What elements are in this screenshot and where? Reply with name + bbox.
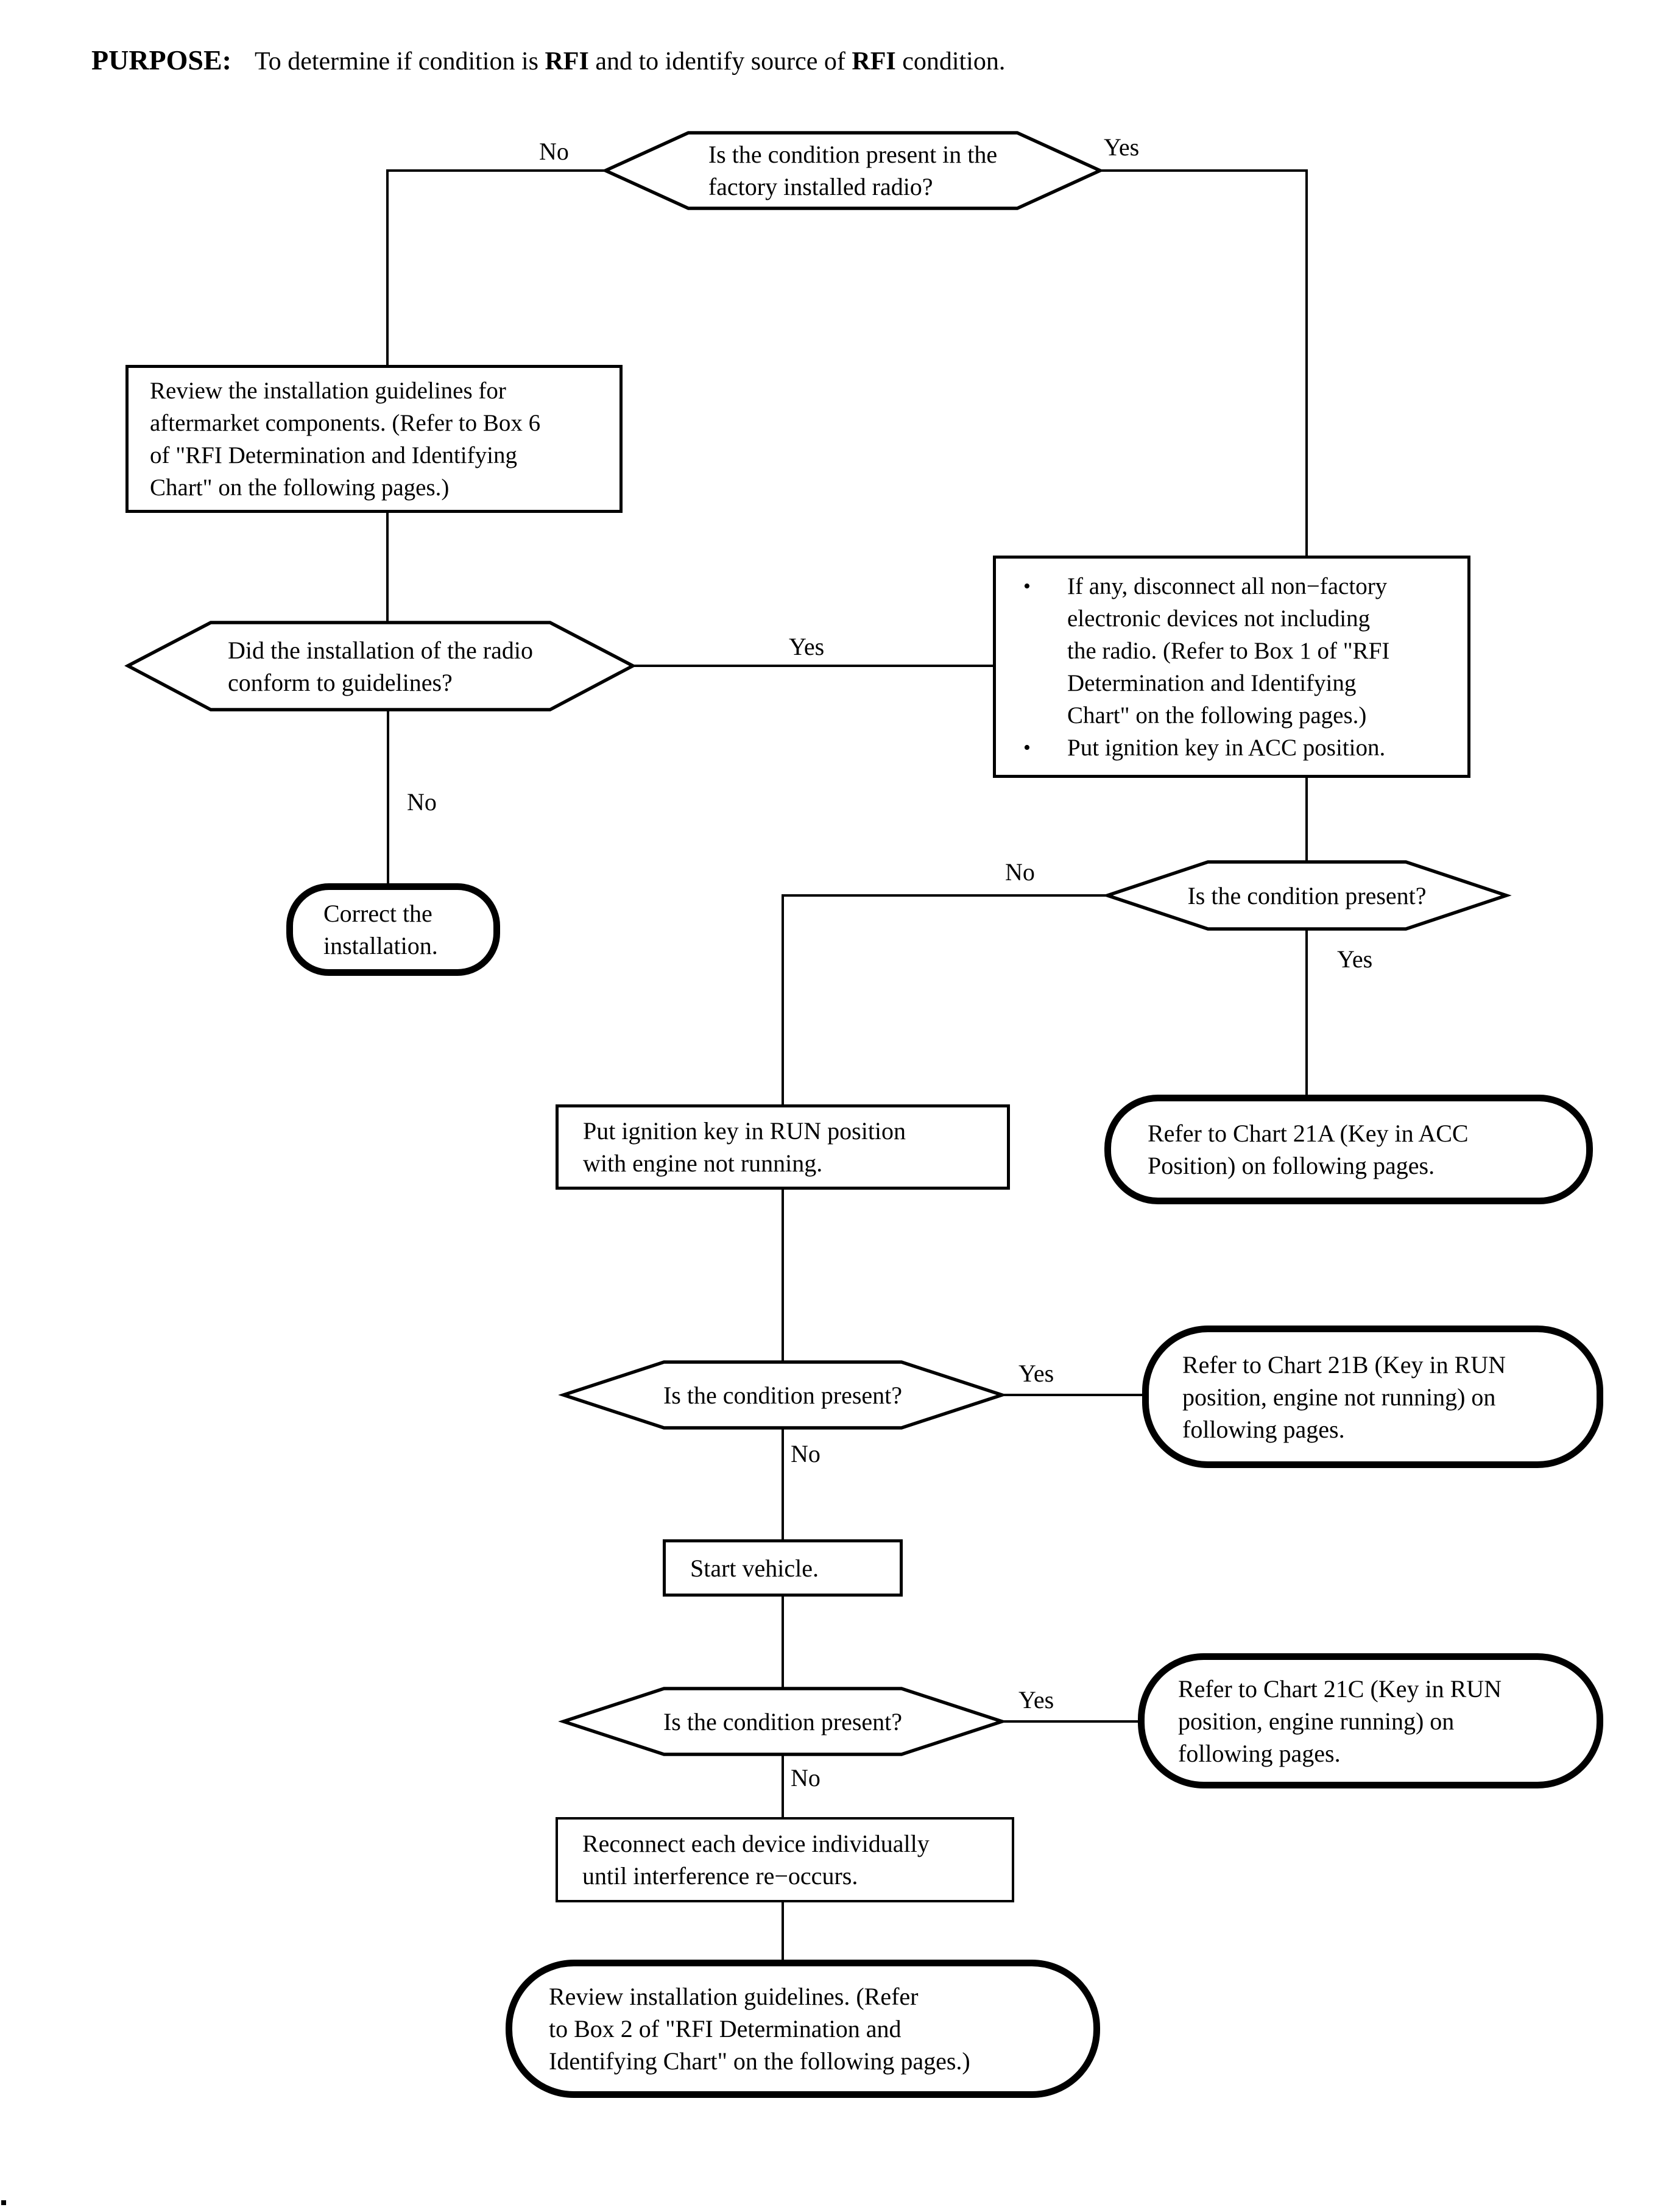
hexagon-condition-present-engine bbox=[558, 1687, 1008, 1756]
purpose-rfi-2: RFI bbox=[852, 48, 896, 76]
decision-condition-present-acc: Is the condition present? bbox=[1107, 862, 1506, 929]
edge-label-conform-yes: Yes bbox=[789, 633, 825, 660]
decision-condition-present-engine-text: Is the condition present? bbox=[663, 1707, 903, 1735]
bullet-icon: • bbox=[1023, 736, 1031, 759]
hexagon-condition-present-acc bbox=[1102, 860, 1512, 931]
hexagon-factory-radio bbox=[601, 131, 1104, 210]
purpose-text-2: and to identify source of bbox=[588, 48, 852, 76]
process-start-vehicle-text: Start vehicle. bbox=[690, 1554, 819, 1582]
hexagon-condition-present-run bbox=[558, 1360, 1008, 1430]
purpose-rfi-1: RFI bbox=[545, 48, 589, 76]
bullet-item-ignition-acc: • Put ignition key in ACC position. bbox=[996, 732, 1385, 764]
connector-factory-yes bbox=[1100, 169, 1308, 556]
edge-label-present-acc-yes: Yes bbox=[1337, 945, 1373, 973]
connector-no-to-review bbox=[386, 169, 605, 365]
decision-condition-present-acc-text: Is the condition present? bbox=[1187, 881, 1427, 909]
decision-condition-present-run-text: Is the condition present? bbox=[663, 1381, 903, 1409]
decision-condition-present-run: Is the condition present? bbox=[563, 1362, 1002, 1428]
edge-label-factory-no: No bbox=[539, 138, 569, 165]
purpose-text-3: condition. bbox=[895, 48, 1006, 76]
edge-label-present-engine-no: No bbox=[791, 1764, 821, 1792]
edge-label-present-run-no: No bbox=[791, 1440, 821, 1467]
edge-label-present-acc-no: No bbox=[1005, 858, 1035, 886]
purpose-text-1: To determine if condition is bbox=[255, 48, 545, 76]
edge-label-present-run-yes: Yes bbox=[1018, 1360, 1054, 1387]
edge-label-factory-yes: Yes bbox=[1104, 133, 1140, 161]
bullet-icon: • bbox=[1023, 574, 1031, 598]
hexagon-install-conform bbox=[124, 621, 637, 711]
connector-present-acc-no bbox=[782, 894, 1107, 1104]
decision-condition-present-engine: Is the condition present? bbox=[563, 1689, 1002, 1754]
edge-label-conform-no: No bbox=[407, 788, 437, 816]
page-title: PURPOSE: To determine if condition is RFI… bbox=[91, 44, 1005, 78]
process-start-vehicle: Start vehicle. bbox=[663, 1539, 903, 1597]
page-artifact-dot bbox=[1, 2200, 6, 2205]
edge-label-present-engine-yes: Yes bbox=[1018, 1686, 1054, 1714]
bullet-text-ignition-acc: Put ignition key in ACC position. bbox=[1067, 734, 1386, 761]
purpose-label: PURPOSE: bbox=[91, 44, 231, 76]
